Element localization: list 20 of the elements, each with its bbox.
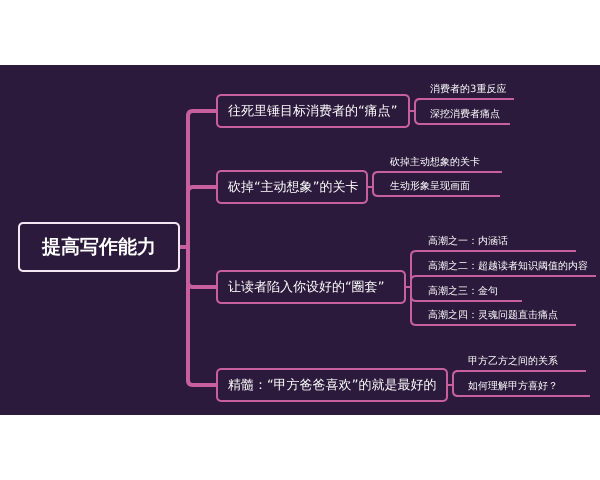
- subtopic-text: 消费者的3重反应: [418, 80, 514, 100]
- subtopic-text: 甲方乙方之间的关系: [456, 352, 586, 372]
- connector-line: [180, 245, 216, 387]
- subtopic-text: 如何理解甲方喜好？: [456, 377, 590, 397]
- subtopic-text: 高潮之一：内涵话: [416, 232, 576, 252]
- topic-box: 精髓：“甲方爸爸喜欢”的就是最好的: [216, 368, 448, 402]
- topic-box: 砍掉“主动想象”的关卡: [216, 170, 368, 204]
- topic-box: 往死里锤目标消费者的“痛点”: [216, 94, 410, 128]
- connector-line: [368, 186, 379, 197]
- connector-line: [448, 384, 459, 397]
- subtopic-text: 深挖消费者痛点: [418, 105, 510, 125]
- connector-line: [410, 110, 421, 125]
- central-topic-box: 提高写作能力: [18, 222, 180, 272]
- subtopic-text: 高潮之二：超越读者知识阈值的内容: [416, 257, 596, 277]
- connector-line: [406, 286, 417, 326]
- subtopic-text: 砍掉主动想象的关卡: [378, 153, 502, 173]
- subtopic-text: 高潮之四：灵魂问题直击痛点: [416, 306, 576, 326]
- topic-box: 让读者陷入你设好的“圈套”: [216, 270, 406, 304]
- subtopic-text: 生动形象呈现画面: [378, 177, 500, 197]
- subtopic-text: 高潮之三：金句: [416, 282, 522, 302]
